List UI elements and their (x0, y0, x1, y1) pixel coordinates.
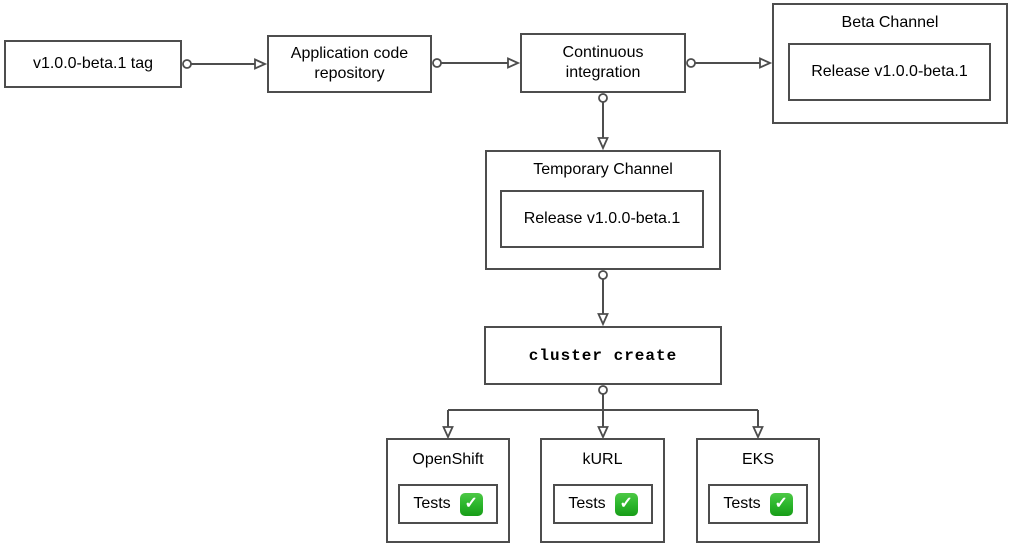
beta-channel-release-box: Release v1.0.0-beta.1 (788, 43, 991, 101)
node-continuous-integration: Continuous integration (520, 33, 686, 93)
check-glyph: ✓ (464, 495, 478, 512)
temporary-channel-release-box: Release v1.0.0-beta.1 (500, 190, 704, 248)
check-icon: ✓ (614, 492, 638, 516)
check-glyph: ✓ (774, 495, 788, 512)
temporary-channel-title: Temporary Channel (533, 161, 673, 178)
platform-eks-tests-label: Tests (723, 495, 761, 512)
platform-kurl-tests-box: Tests ✓ (553, 484, 653, 524)
connector-repo-to-ci (432, 57, 521, 69)
connector-temporary-channel-to-cluster-create (597, 270, 609, 327)
platform-eks-tests-box: Tests ✓ (708, 484, 808, 524)
group-platform-eks: EKS Tests ✓ (696, 438, 820, 543)
beta-channel-release-label: Release v1.0.0-beta.1 (811, 63, 968, 80)
platform-openshift-tests-label: Tests (413, 495, 451, 512)
version-tag-label: v1.0.0-beta.1 tag (32, 55, 154, 72)
cluster-create-label: cluster create (528, 346, 678, 365)
platform-kurl-tests-label: Tests (568, 495, 606, 512)
beta-channel-title: Beta Channel (841, 14, 939, 31)
node-cluster-create: cluster create (484, 326, 722, 385)
node-version-tag: v1.0.0-beta.1 tag (4, 40, 182, 88)
check-icon: ✓ (769, 492, 793, 516)
platform-openshift-title: OpenShift (412, 451, 484, 468)
group-platform-kurl: kURL Tests ✓ (540, 438, 665, 543)
group-beta-channel: Beta Channel Release v1.0.0-beta.1 (772, 3, 1008, 124)
platform-kurl-title: kURL (582, 451, 623, 468)
connector-tag-to-repo (182, 58, 268, 70)
temporary-channel-release-label: Release v1.0.0-beta.1 (523, 210, 681, 227)
check-icon: ✓ (459, 492, 483, 516)
group-temporary-channel: Temporary Channel Release v1.0.0-beta.1 (485, 150, 721, 270)
check-glyph: ✓ (619, 495, 633, 512)
platform-eks-title: EKS (741, 451, 774, 468)
platform-openshift-tests-box: Tests ✓ (398, 484, 498, 524)
connector-ci-to-temporary-channel (597, 93, 609, 151)
continuous-integration-label: Continuous integration (562, 44, 644, 81)
group-platform-openshift: OpenShift Tests ✓ (386, 438, 510, 543)
application-code-repository-label: Application code repository (290, 45, 409, 82)
connector-ci-to-beta-channel (686, 57, 773, 69)
node-application-code-repository: Application code repository (267, 35, 432, 93)
connector-cluster-create-to-platforms (442, 385, 764, 440)
